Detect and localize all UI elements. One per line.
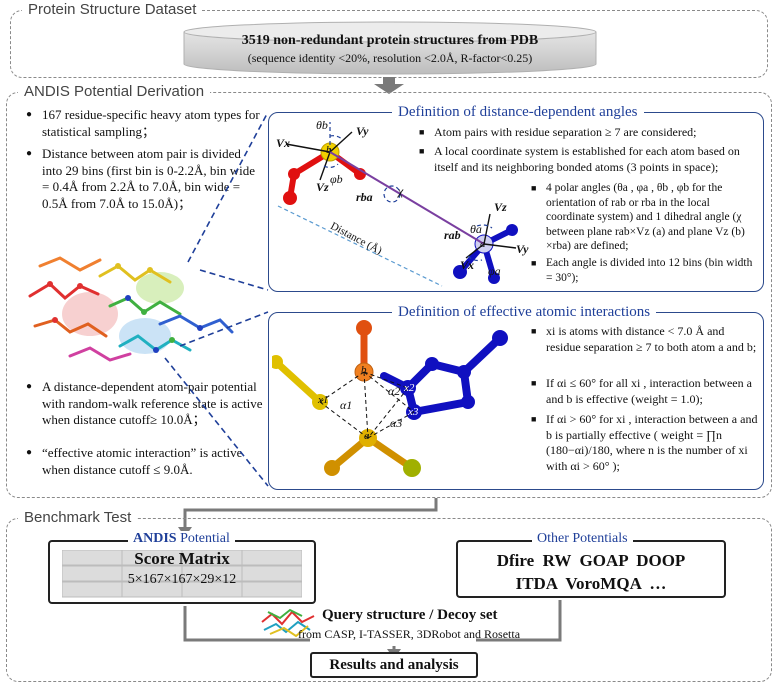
angles-panel-title: Definition of distance-dependent angles	[392, 103, 644, 121]
left-bullet-2: Distance between atom pair is divided in…	[26, 146, 264, 212]
angles-bullet-1: Atom pairs with residue separation ≥ 7 a…	[419, 125, 760, 141]
score-matrix-formula: 5×167×167×29×12	[127, 572, 237, 587]
results-text: Results and analysis	[329, 657, 459, 673]
derivation-title: ANDIS Potential Derivation	[18, 83, 211, 101]
left-bullet-4: “effective atomic interaction” is active…	[26, 445, 264, 478]
score-matrix-title: Score Matrix	[134, 549, 230, 568]
other-potentials-row1: Dfire RW GOAP DOOP	[496, 551, 686, 570]
query-title: Query structure / Decoy set	[322, 607, 498, 623]
angles-bullet-4: Each angle is divided into 12 bins (bin …	[531, 256, 760, 285]
down-arrow-icon	[374, 77, 404, 94]
score-matrix-grid	[62, 550, 302, 598]
label-vy: Vy	[356, 124, 369, 138]
label-chi: χ	[398, 184, 404, 198]
label-alpha1: α1	[340, 398, 353, 412]
other-potentials-title: Other Potentials	[532, 531, 633, 547]
other-potentials-row2: ITDA VoroMQA …	[515, 574, 667, 593]
label-phi-a: φa	[488, 264, 501, 278]
label-alpha2: α2	[388, 384, 401, 398]
effective-bullet-1: xi is atoms with distance < 7.0 Å and re…	[531, 324, 760, 355]
pdb-cylinder	[183, 21, 597, 75]
label-rab: rab	[444, 228, 461, 242]
label-vx-a: Vx	[460, 258, 475, 272]
potential-label: Potential	[176, 531, 230, 546]
label-theta-b: θb	[316, 118, 328, 132]
label-phi-b: φb	[330, 172, 343, 186]
derivation-section	[6, 92, 772, 498]
label-alpha3: α3	[390, 416, 403, 430]
angles-diagram	[277, 122, 518, 287]
andis-label: ANDIS	[133, 531, 177, 546]
angles-bullet-2: A local coordinate system is established…	[419, 144, 760, 175]
label-b-atom: b	[326, 144, 332, 156]
label-theta-a: θa	[470, 222, 482, 236]
benchmark-title: Benchmark Test	[18, 509, 138, 527]
dataset-sub-text: (sequence identity <20%, resolution <2.0…	[247, 51, 533, 65]
label-a-effective: a	[364, 430, 370, 442]
label-vx: Vx	[276, 136, 291, 150]
label-x2: x2	[404, 382, 415, 394]
effective-bullet-3: If αi > 60° for xi , interaction between…	[531, 412, 760, 474]
decoy-structure-thumbnail	[261, 608, 315, 638]
left-bullet-3: A distance-dependent atom-pair potential…	[26, 379, 264, 429]
dataset-title: Protein Structure Dataset	[22, 1, 203, 19]
label-a-atom: a	[480, 238, 486, 250]
label-vz-b: Vz	[316, 180, 329, 194]
dataset-main-text: 3519 non-redundant protein structures fr…	[241, 33, 539, 48]
protein-structure-image	[28, 256, 234, 362]
label-vz-a: Vz	[494, 200, 507, 214]
label-x1: x1	[318, 394, 329, 406]
effective-diagram	[272, 320, 508, 477]
angles-bullet-3: 4 polar angles (θa , φa , θb , φb for th…	[531, 181, 760, 254]
effective-panel-title: Definition of effective atomic interacti…	[392, 303, 657, 321]
andis-potential-label: ANDIS Potential	[128, 531, 235, 547]
query-sub: from CASP, I-TASSER, 3DRobot and Rosetta	[298, 627, 521, 641]
label-x3: x3	[408, 406, 419, 418]
left-bullet-1: 167 residue-specific heavy atom types fo…	[26, 107, 264, 140]
label-rba: rba	[356, 190, 373, 204]
label-vy-a: Vy	[516, 242, 529, 256]
label-b-effective: b	[361, 364, 367, 376]
results-box: Results and analysis	[310, 652, 478, 678]
effective-bullet-2: If αi ≤ 60° for all xi , interaction bet…	[531, 376, 760, 407]
benchmark-section	[6, 518, 772, 682]
